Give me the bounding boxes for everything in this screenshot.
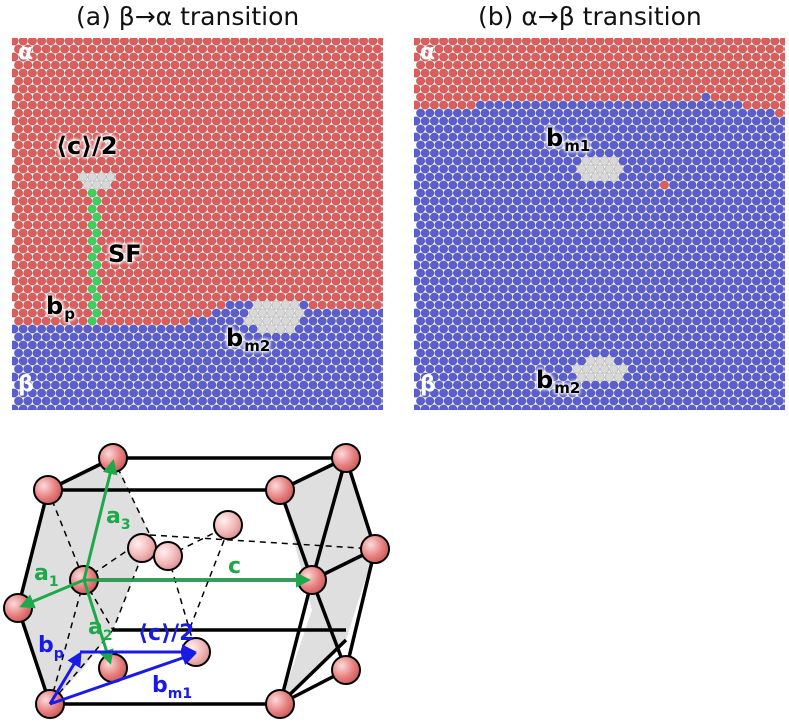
panel-b-lattice [414, 38, 785, 410]
bp-label: bp [38, 633, 64, 662]
panel-a-alpha-label: α [18, 40, 34, 65]
lattice-vectors [19, 459, 311, 665]
crystal-cell-diagram: a3 a1 a2 c bp ⟨c⟩/2 bm1 [3, 443, 390, 719]
atoms [12, 38, 383, 410]
a2-label: a2 [88, 615, 113, 644]
burgers-vectors [48, 644, 197, 706]
panel-a-bp-label: bp [46, 292, 75, 323]
panel-b-bm2-label: bm2 [536, 366, 581, 397]
panel-a-atom-map: α β ⟨c⟩/2 SF bp bm2 [12, 38, 383, 410]
panel-b-alpha-label: α [420, 40, 436, 65]
panel-a-title: (a) β→α transition [76, 2, 300, 31]
c-half-label: ⟨c⟩/2 [138, 621, 195, 646]
panel-b-bm1-label: bm1 [546, 124, 591, 155]
c-label: c [228, 554, 241, 579]
panel-b-title: (b) α→β transition [478, 2, 702, 31]
panel-a-stacking-fault-label: SF [108, 240, 142, 268]
panel-a-beta-label: β [18, 372, 34, 397]
atoms [414, 38, 785, 410]
panel-a-bm2-label: bm2 [226, 324, 271, 355]
a3-label: a3 [106, 504, 131, 533]
a1-label: a1 [34, 561, 59, 590]
panel-b-atom-map: α β bm1 bm2 [414, 38, 785, 410]
panel-a-lattice [12, 38, 383, 410]
bm1-label: bm1 [152, 673, 192, 702]
panel-b-beta-label: β [420, 372, 436, 397]
panel-a-c-half-label: ⟨c⟩/2 [56, 132, 118, 160]
